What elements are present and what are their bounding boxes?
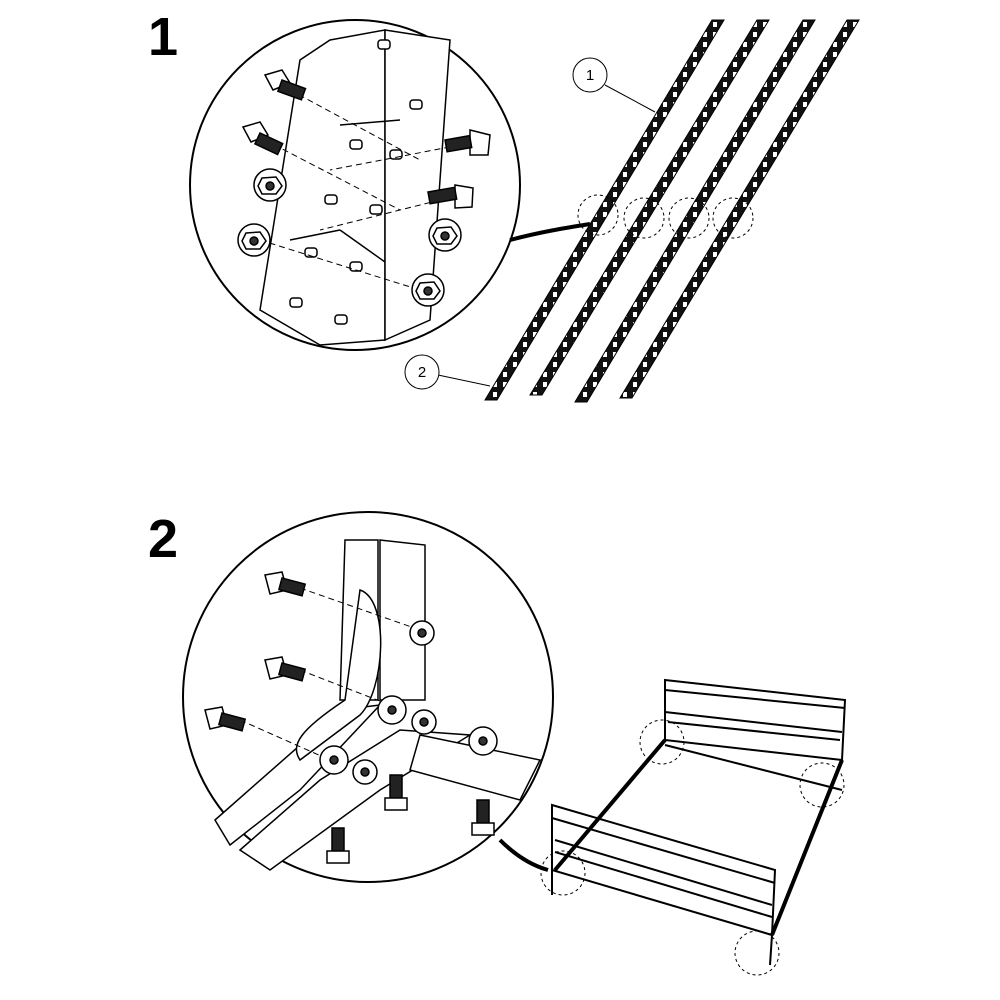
rail [529, 19, 770, 396]
callout-1: 1 [572, 57, 608, 93]
rail [574, 19, 816, 403]
bed-frame [540, 678, 847, 976]
step-2-detail-view [182, 511, 554, 883]
joint-markers [577, 194, 754, 239]
nut-icon [319, 620, 498, 785]
callout-2: 2 [404, 354, 440, 390]
bolt-icon [204, 571, 495, 864]
rail [484, 19, 725, 401]
bolt-icon [241, 69, 491, 209]
step-2-number: 2 [148, 509, 179, 569]
step-1-number: 1 [148, 7, 179, 67]
nut-icon [237, 168, 462, 307]
callout-2-label: 2 [418, 364, 426, 381]
step-1-detail-view [189, 19, 591, 351]
joint-markers [540, 719, 845, 976]
rails [437, 19, 860, 403]
callout-1-label: 1 [586, 67, 594, 84]
rail [619, 19, 860, 399]
